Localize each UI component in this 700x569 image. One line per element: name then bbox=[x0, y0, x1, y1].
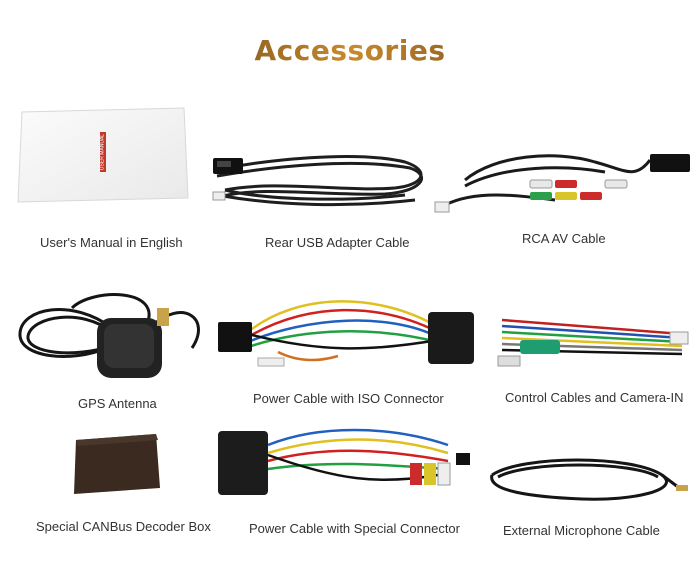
item-label: RCA AV Cable bbox=[522, 231, 606, 246]
item-label: External Microphone Cable bbox=[503, 523, 660, 538]
page-title: Accessories bbox=[0, 34, 700, 67]
microphone-cable-icon bbox=[490, 458, 688, 501]
control-cables-icon bbox=[497, 318, 689, 367]
gps-antenna-icon bbox=[18, 293, 200, 378]
canbus-box-icon bbox=[74, 434, 160, 494]
item-label: Control Cables and Camera-IN bbox=[505, 390, 684, 405]
item-label: Power Cable with Special Connector bbox=[249, 521, 460, 536]
item-label: Rear USB Adapter Cable bbox=[265, 235, 410, 250]
item-label: User's Manual in English bbox=[40, 235, 183, 250]
item-label: Power Cable with ISO Connector bbox=[253, 391, 444, 406]
rca-cable-icon bbox=[434, 154, 690, 213]
item-label: GPS Antenna bbox=[78, 396, 157, 411]
usb-cable-icon bbox=[212, 155, 423, 207]
iso-power-cable-icon bbox=[218, 300, 474, 367]
item-label: Special CANBus Decoder Box bbox=[36, 519, 211, 534]
special-power-cable-icon bbox=[218, 428, 470, 495]
user-manual-icon: USER MANUAL bbox=[17, 107, 189, 203]
manual-cover-text: USER MANUAL bbox=[100, 134, 106, 170]
